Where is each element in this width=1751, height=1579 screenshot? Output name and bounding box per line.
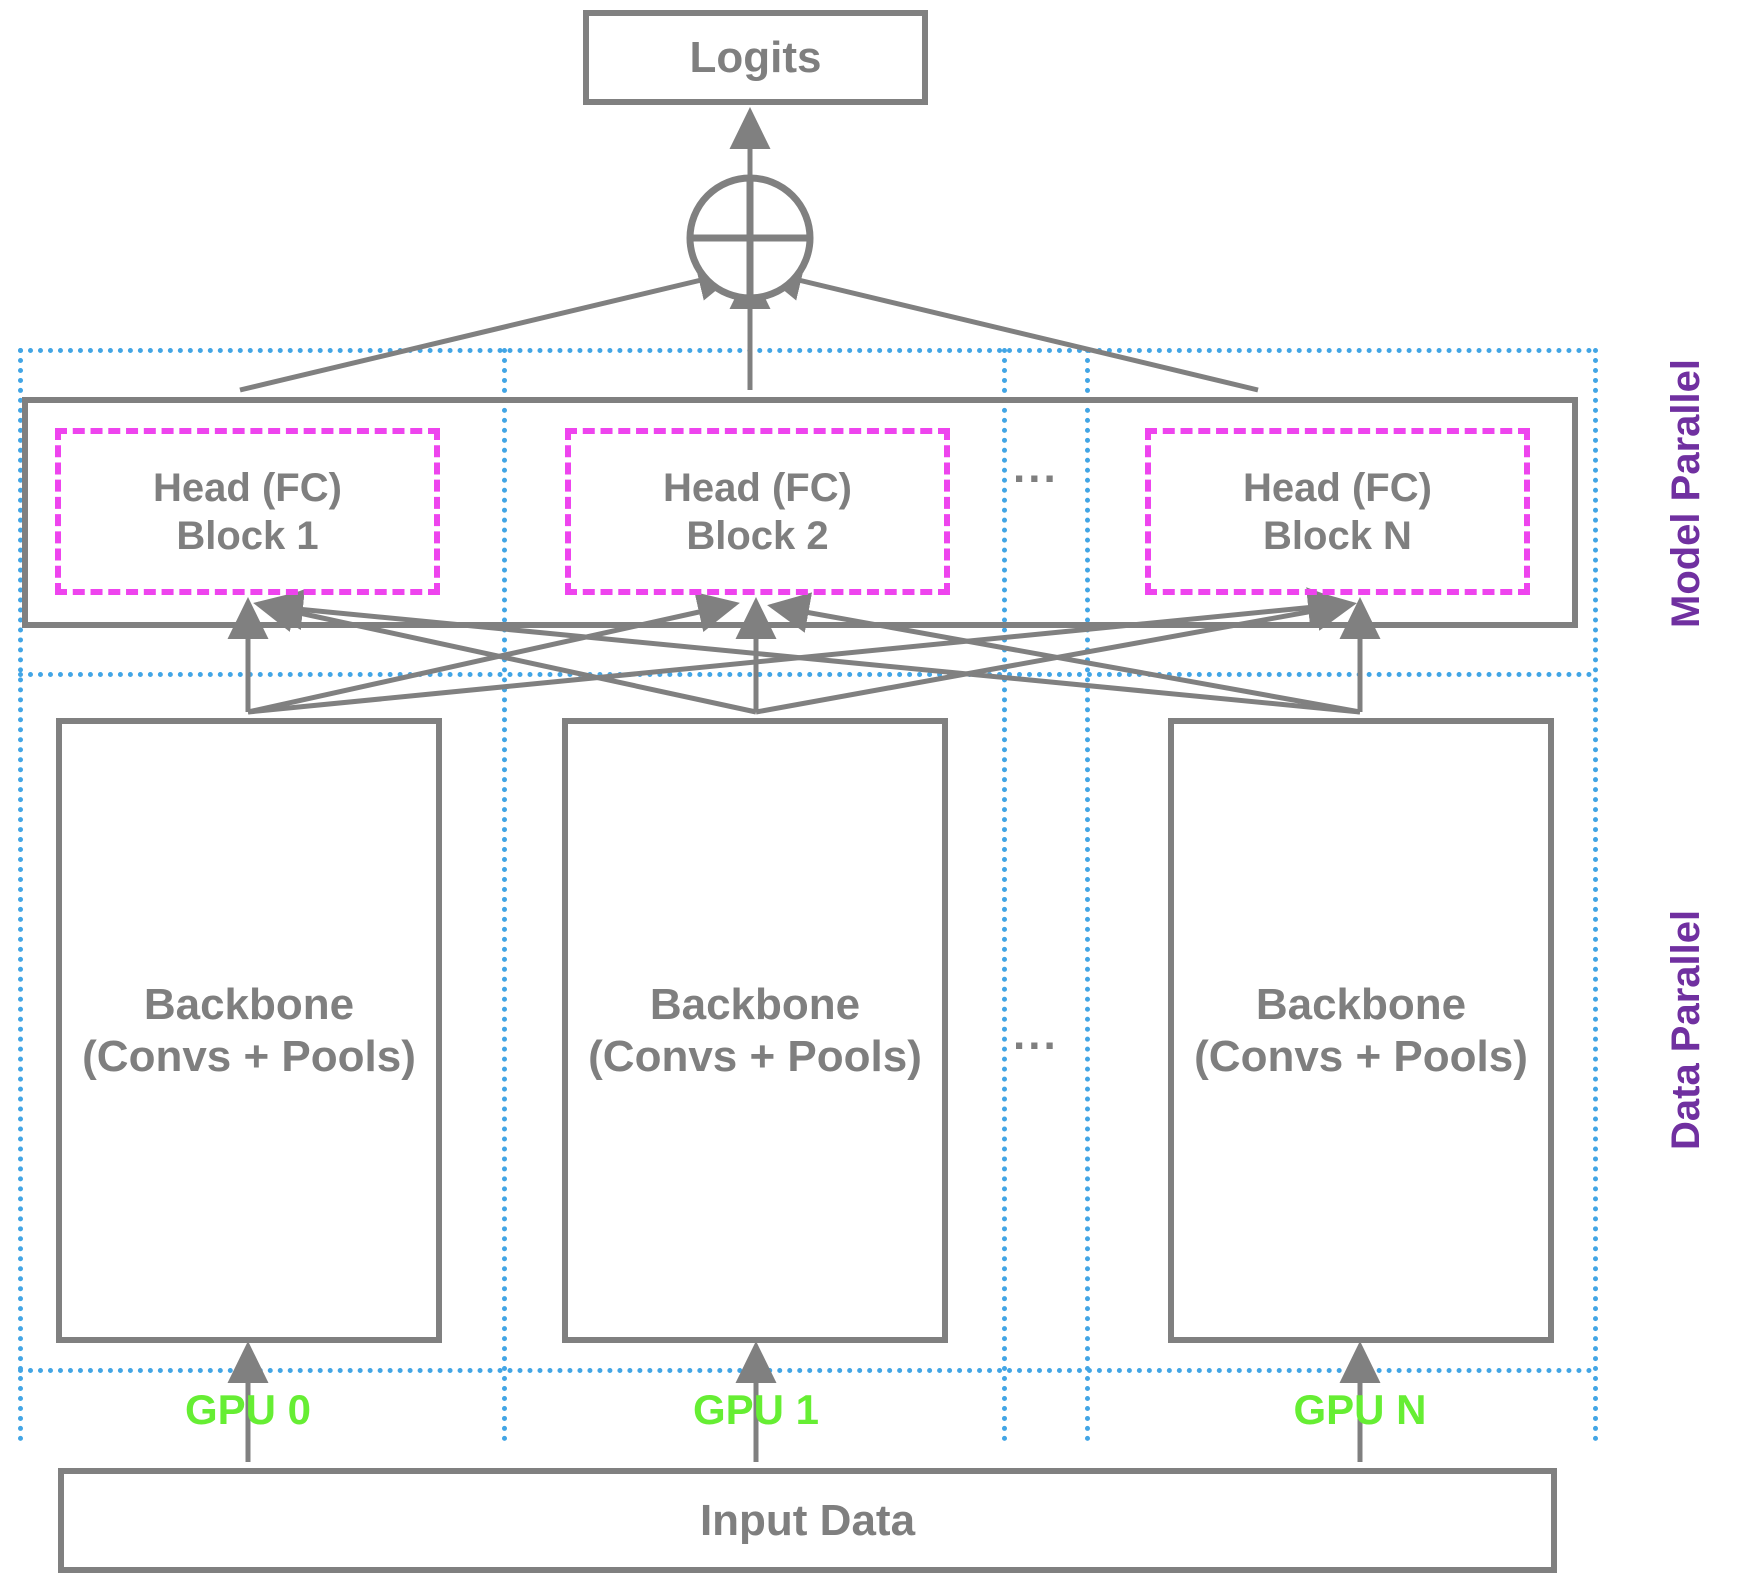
backbone-gpun-label: Backbone(Convs + Pools) [1194, 979, 1528, 1081]
region-divider-left [18, 348, 23, 1442]
head-block-2[interactable]: Head (FC)Block 2 [565, 428, 950, 595]
region-divider-right [1593, 348, 1598, 1442]
region-boundary-top [18, 348, 1593, 353]
region-divider-ellipsis-gpun [1085, 348, 1090, 1442]
logits-box[interactable]: Logits [583, 10, 928, 105]
arrow-bbn-to-head1 [261, 589, 1361, 715]
backbone-gpu0-label: Backbone(Convs + Pools) [82, 979, 416, 1081]
logits-label: Logits [689, 32, 822, 82]
arrow-bb1-to-head1 [253, 591, 757, 715]
arrow-head1-to-sum [239, 260, 740, 393]
backbone-ellipsis: ... [1013, 1010, 1059, 1059]
head-block-1-label: Head (FC)Block 1 [153, 465, 342, 558]
head-block-n-label: Head (FC)Block N [1243, 465, 1432, 558]
head-block-1[interactable]: Head (FC)Block 1 [55, 428, 440, 595]
backbone-gpu1-label: Backbone(Convs + Pools) [588, 979, 922, 1081]
gpu-label-0: GPU 0 [184, 1386, 312, 1433]
gpu-label-1: GPU 1 [692, 1386, 820, 1433]
backbone-gpun[interactable]: Backbone(Convs + Pools) [1168, 718, 1554, 1343]
backbone-gpu1[interactable]: Backbone(Convs + Pools) [562, 718, 948, 1343]
sum-operator-icon [686, 174, 814, 302]
backbone-gpu0[interactable]: Backbone(Convs + Pools) [56, 718, 442, 1343]
region-label-model-parallel: Model Parallel [1664, 359, 1708, 628]
arrow-bbn-to-head2 [767, 592, 1361, 715]
region-label-data-parallel: Data Parallel [1664, 909, 1708, 1150]
arrow-bb0-to-head2 [247, 591, 740, 715]
input-data-label: Input Data [699, 1495, 916, 1545]
head-block-n[interactable]: Head (FC)Block N [1145, 428, 1530, 595]
arrow-headn-to-sum [760, 260, 1259, 393]
head-ellipsis: ... [1013, 443, 1059, 492]
region-boundary-gpu [18, 1368, 1593, 1373]
head-block-2-label: Head (FC)Block 2 [663, 465, 852, 558]
region-divider-gpu1-ellipsis [1002, 348, 1007, 1442]
input-data-box[interactable]: Input Data [58, 1468, 1557, 1573]
region-divider-gpu0-gpu1 [502, 348, 507, 1442]
gpu-label-n: GPU N [1293, 1386, 1427, 1433]
region-boundary-model-data [18, 672, 1593, 677]
